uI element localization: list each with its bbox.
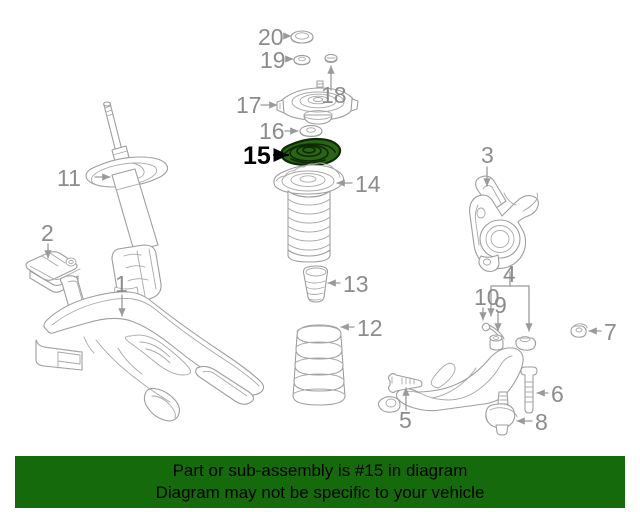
callout-11: 11 xyxy=(57,165,111,191)
callout-15: 15 xyxy=(243,142,290,170)
callout-5-number: 5 xyxy=(399,407,412,433)
part-17-upper-strut-support xyxy=(276,80,359,125)
callout-20-number: 20 xyxy=(258,24,284,50)
part-5-flange-bolt xyxy=(387,372,423,394)
callout-19-number: 19 xyxy=(260,47,286,73)
callout-12-number: 12 xyxy=(357,315,383,341)
callout-17-number: 17 xyxy=(236,92,262,118)
callout-13-number: 13 xyxy=(343,271,369,297)
part-18-strut-nut xyxy=(324,53,338,63)
notice-line-disclaimer: Diagram may not be specific to your vehi… xyxy=(155,483,485,502)
part-6-long-flange-bolt xyxy=(520,366,538,414)
callout-10-number: 10 xyxy=(474,284,500,310)
part-10-cotter-pin xyxy=(481,322,505,340)
callout-5: 5 xyxy=(399,387,412,433)
callout-6: 6 xyxy=(536,381,564,407)
callout-11-number: 11 xyxy=(57,165,81,191)
part-15-strut-mount-bearing-highlighted xyxy=(280,137,342,167)
callout-8-number: 8 xyxy=(535,409,548,435)
callout-17: 17 xyxy=(236,92,278,118)
notice-banner: Part or sub-assembly is #15 in diagram D… xyxy=(15,456,625,508)
part-9-cotter-pin-nut xyxy=(489,334,504,351)
part-16-washer xyxy=(299,125,323,137)
part-14-dust-boot xyxy=(273,162,345,263)
callout-9: 9 xyxy=(494,292,507,332)
callout-2: 2 xyxy=(41,220,54,259)
callout-10: 10 xyxy=(474,284,500,321)
callout-1: 1 xyxy=(115,271,128,317)
callout-3-number: 3 xyxy=(481,142,494,168)
callout-18-number: 18 xyxy=(321,82,347,108)
part-13-bump-stop xyxy=(302,265,329,303)
callout-7: 7 xyxy=(588,319,617,345)
part-8-lower-ball-joint xyxy=(485,391,518,436)
callout-3: 3 xyxy=(481,142,494,187)
part-12-coil-spring xyxy=(292,324,346,406)
callout-6-number: 6 xyxy=(551,381,564,407)
callout-20: 20 xyxy=(258,24,292,50)
callout-15-number: 15 xyxy=(243,142,271,170)
part-3-steering-knuckle xyxy=(469,175,539,273)
part-19-small-washer xyxy=(293,54,311,66)
callout-4-number: 4 xyxy=(503,261,516,287)
callout-19: 19 xyxy=(260,47,294,73)
callout-16: 16 xyxy=(259,118,299,144)
callout-13: 13 xyxy=(327,271,369,297)
notice-line-part-number: Part or sub-assembly is #15 in diagram xyxy=(172,461,468,480)
callout-8: 8 xyxy=(516,409,548,435)
parts-diagram: .ln { fill:none; stroke:#9e9e9e; stroke-… xyxy=(25,24,617,436)
part-4-ball-joint-boot xyxy=(515,335,537,351)
part-1-suspension-crossmember xyxy=(35,275,265,422)
parts-diagram-svg: .ln { fill:none; stroke:#9e9e9e; stroke-… xyxy=(25,24,617,436)
callout-14: 14 xyxy=(336,171,381,197)
part-7-castle-nut xyxy=(570,323,588,338)
callout-18: 18 xyxy=(321,65,347,108)
callout-14-number: 14 xyxy=(355,171,381,197)
callout-12: 12 xyxy=(340,315,383,341)
part-20-top-nut-cap xyxy=(290,30,314,44)
callout-7-number: 7 xyxy=(604,319,617,345)
callout-9-number: 9 xyxy=(494,292,507,318)
callout-1-number: 1 xyxy=(115,271,128,297)
callout-4: 4 xyxy=(487,261,533,332)
callout-16-number: 16 xyxy=(259,118,285,144)
callout-2-number: 2 xyxy=(41,220,54,246)
